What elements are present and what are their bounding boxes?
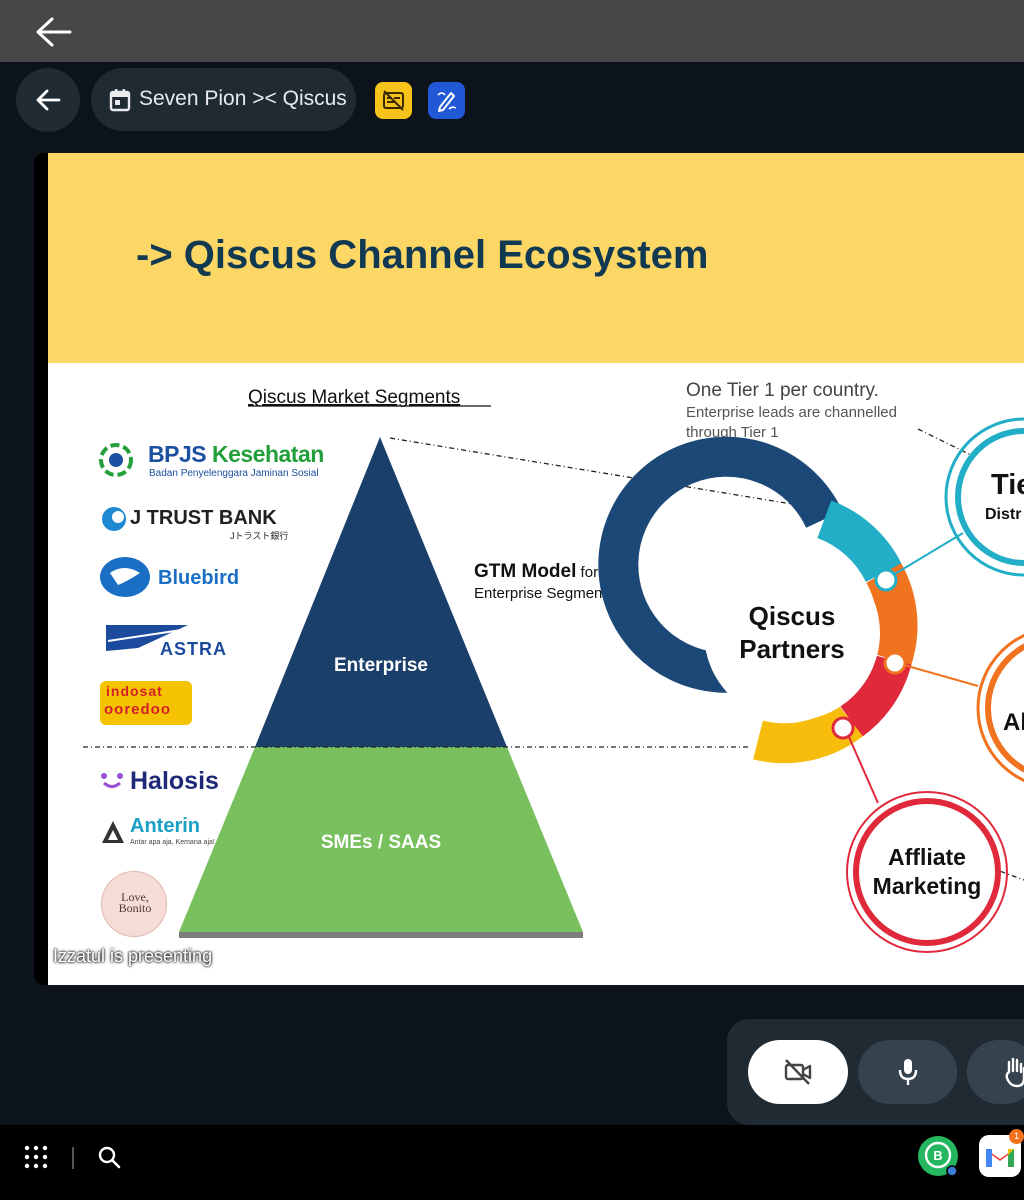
pyramid-shadow <box>179 932 583 938</box>
pyramid-sme-label: SMEs / SAAS <box>321 832 441 853</box>
back-button[interactable] <box>30 12 76 52</box>
camera-toggle-button[interactable] <box>748 1040 848 1104</box>
slide-title: -> Qiscus Channel Ecosystem <box>136 233 709 277</box>
indosat-line1: indosat <box>106 683 163 699</box>
search-icon[interactable] <box>97 1145 121 1169</box>
anterin-name: Anterin <box>130 815 200 837</box>
lovebonito-line1: Love, <box>121 890 149 904</box>
bpjs-subtitle: Badan Penyelenggara Jaminan Sosial <box>149 468 319 479</box>
tier-bubble-title: Tie <box>991 469 1024 501</box>
pen-draw-icon <box>437 92 457 112</box>
whiteboard-button[interactable] <box>428 82 465 119</box>
astra-logo-mark <box>106 625 189 651</box>
ring-node-red <box>831 716 855 740</box>
pyramid-enterprise-label: Enterprise <box>334 655 428 676</box>
calendar-icon <box>109 89 131 112</box>
gtm-model-sub: Enterprise Segment <box>474 585 607 602</box>
raise-hand-button[interactable] <box>967 1040 1024 1104</box>
affiliate-label-line2: Marketing <box>873 873 982 899</box>
partners-label-line1: Qiscus <box>749 601 836 631</box>
tier-note-line2: Enterprise leads are channelled <box>686 404 897 421</box>
taskbar-divider <box>72 1147 74 1169</box>
halosis-logo-mark <box>101 773 123 788</box>
tier-bubble-inner <box>955 428 1024 566</box>
bpjs-name-b: Kesehatan <box>211 441 324 467</box>
whatsapp-business-icon[interactable]: B <box>917 1135 959 1177</box>
logo-love-bonito: Love,Bonito <box>101 871 167 937</box>
system-taskbar: B 1 <box>0 1125 1024 1200</box>
gtm-model-for: for <box>576 564 598 581</box>
enterprise-connector-dashed <box>389 437 799 506</box>
microphone-toggle-button[interactable] <box>858 1040 957 1104</box>
partners-ring-center <box>704 545 880 721</box>
presenter-label: Izzatul is presenting <box>53 946 213 966</box>
partners-label-line2: Partners <box>739 634 845 664</box>
ap-bubble-label: Al <box>1003 709 1024 736</box>
jtrust-name: J TRUST BANK <box>130 507 277 529</box>
affiliate-label-line1: Affliate <box>888 844 966 870</box>
bpjs-name-a: BPJS <box>148 441 212 467</box>
pyramid-sme-segment <box>179 747 583 932</box>
tier-note-line1: One Tier 1 per country. <box>686 380 879 401</box>
meeting-title: Seven Pion >< Qiscus <box>139 87 347 110</box>
tier-bubble-sub: Distr <box>985 506 1021 523</box>
meeting-header: Seven Pion >< Qiscus <box>0 62 1024 142</box>
presentation-slide: -> Qiscus Channel Ecosystem Qiscus Marke… <box>48 153 1024 985</box>
pyramid-enterprise-segment <box>255 437 507 747</box>
anterin-logo-mark <box>102 821 124 843</box>
captions-off-button[interactable] <box>375 82 412 119</box>
jtrust-subtitle: Jトラスト銀行 <box>230 531 289 541</box>
segments-heading: Qiscus Market Segments <box>248 387 460 408</box>
raise-hand-icon <box>1005 1057 1024 1088</box>
partners-ring-teal-segment <box>816 500 902 583</box>
ap-bubble-outer <box>976 633 1024 783</box>
indosat-line2: ooredoo <box>104 701 171 718</box>
mic-icon <box>898 1059 918 1085</box>
lovebonito-line2: Bonito <box>118 901 152 915</box>
meeting-title-pill[interactable]: Seven Pion >< Qiscus <box>91 68 356 131</box>
tier-note-line3: through Tier 1 <box>686 424 779 441</box>
gtm-model-bold: GTM Model <box>474 561 576 582</box>
partners-ring-navy-segment <box>598 436 843 693</box>
halosis-name: Halosis <box>130 767 219 795</box>
tier-connector <box>887 532 964 579</box>
arrow-left-icon <box>36 17 72 47</box>
camera-off-icon <box>784 1059 812 1085</box>
bpjs-logo-mark <box>99 443 133 477</box>
slide-header-band <box>48 153 1024 363</box>
tier-bubble-outer <box>944 417 1024 577</box>
gtm-model-label: GTM Model for <box>474 561 598 582</box>
ap-connector <box>896 662 979 687</box>
astra-name: ASTRA <box>160 639 227 659</box>
bluebird-logo-mark <box>100 557 150 597</box>
affiliate-bubble-inner <box>853 798 1001 946</box>
app-grid-icon[interactable] <box>24 1145 48 1169</box>
jtrust-logo-mark <box>102 507 126 531</box>
no-captions-icon <box>383 90 404 111</box>
ring-node-orange <box>883 651 907 675</box>
svg-text:B: B <box>933 1148 942 1163</box>
gmail-icon[interactable]: 1 <box>979 1129 1024 1177</box>
anterin-subtitle: Antar apa aja, Kemana aja! <box>130 839 215 846</box>
ring-node-teal <box>874 568 898 592</box>
gmail-notification-badge: 1 <box>1009 1129 1024 1144</box>
bluebird-name: Bluebird <box>158 567 240 589</box>
arrow-left-icon <box>36 89 61 111</box>
affiliate-bubble-outer <box>846 791 1008 953</box>
ecosystem-diagram: Qiscus Market Segments Enterprise SMEs /… <box>83 380 1024 953</box>
browser-top-bar <box>0 0 1024 62</box>
gmail-envelope-icon <box>986 1149 1014 1167</box>
leave-meeting-button[interactable] <box>16 68 80 132</box>
affiliate-connector <box>844 727 879 804</box>
tier-note-connector-dashed <box>917 428 974 457</box>
logo-indosat-ooredoo: indosat ooredoo <box>100 681 192 725</box>
ap-bubble-inner <box>985 643 1024 773</box>
